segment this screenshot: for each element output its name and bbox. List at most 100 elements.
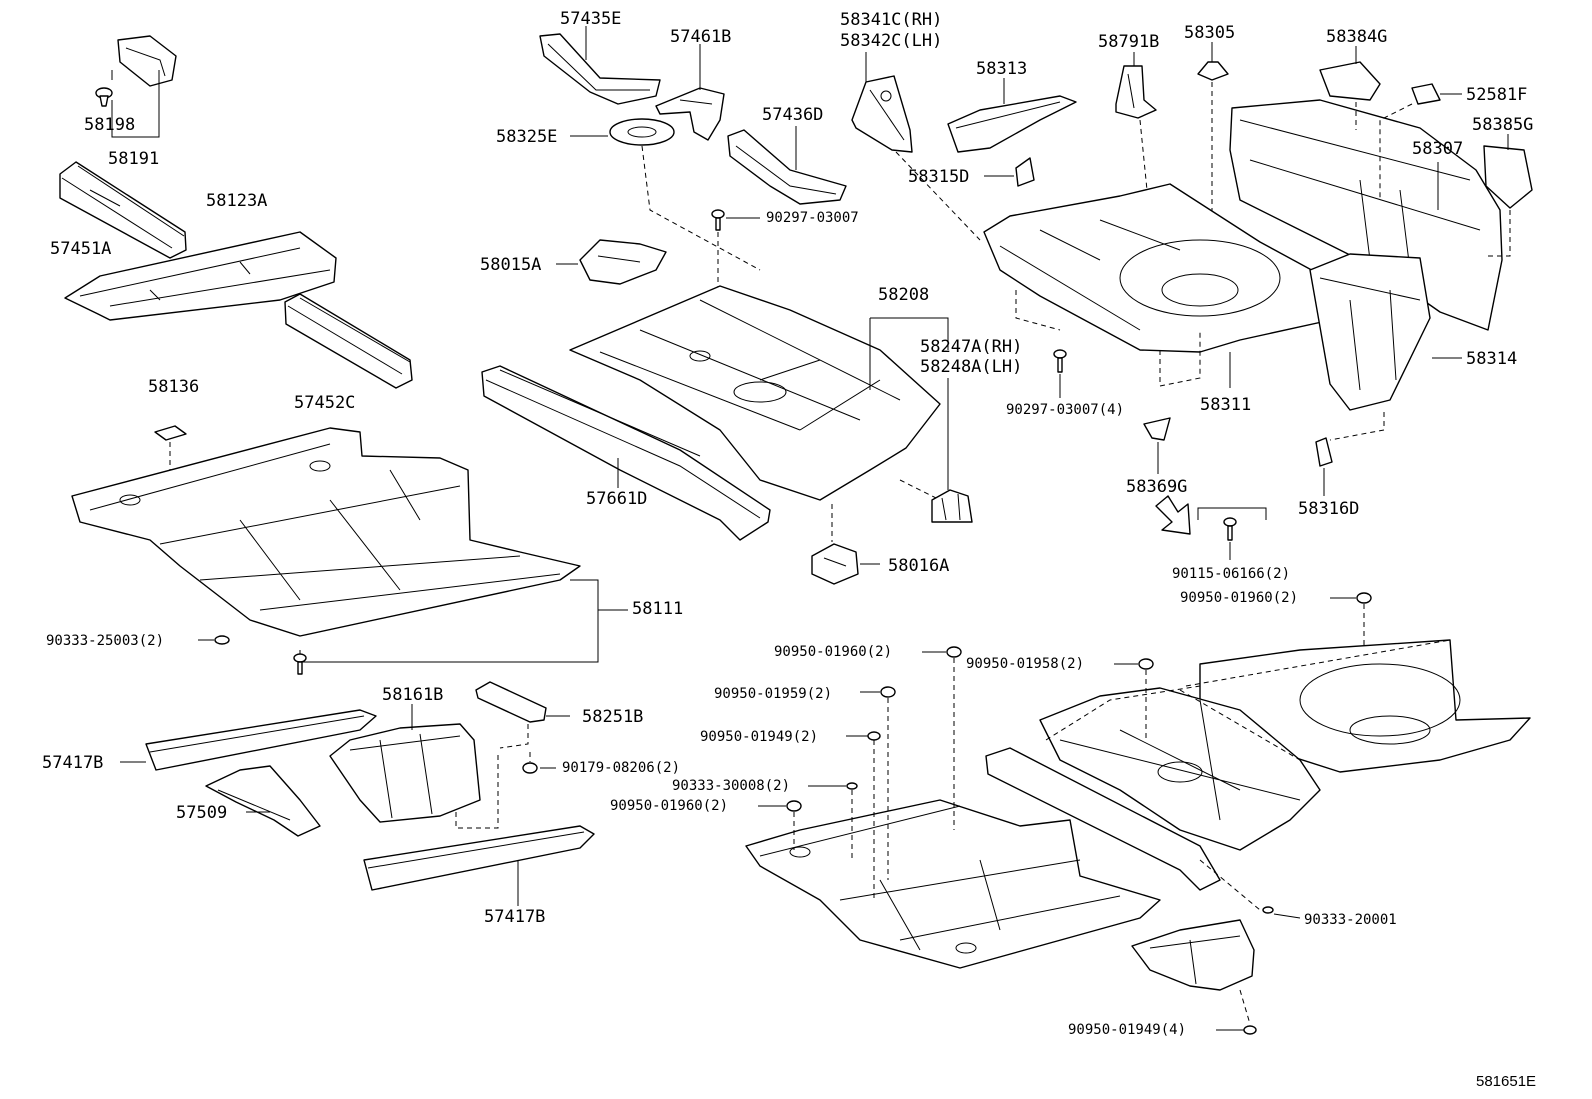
bolt-90115 xyxy=(1223,517,1237,541)
label-58191: 58191 xyxy=(108,149,159,169)
label-52581f: 52581F xyxy=(1466,85,1527,105)
label-58111: 58111 xyxy=(632,599,683,619)
label-57436d: 57436D xyxy=(762,105,823,125)
label-90950-01949-b: 90950-01949(4) xyxy=(1068,1022,1186,1038)
part-58191 xyxy=(117,35,177,87)
label-58305: 58305 xyxy=(1184,23,1235,43)
label-57509: 57509 xyxy=(176,803,227,823)
label-57461b: 57461B xyxy=(670,27,731,47)
part-58015a xyxy=(579,239,667,285)
part-58111 xyxy=(71,427,581,637)
label-58385g: 58385G xyxy=(1472,115,1533,135)
part-57509 xyxy=(205,765,321,837)
part-58251b xyxy=(475,681,547,723)
label-58208: 58208 xyxy=(878,285,929,305)
plug-90333-20001 xyxy=(1262,906,1274,914)
label-57417b-lower: 57417B xyxy=(484,907,545,927)
label-90950-01960-a: 90950-01960(2) xyxy=(1180,590,1298,606)
clip-90950-01960-c xyxy=(786,800,802,812)
plug-90333-30008 xyxy=(846,782,858,790)
part-58136 xyxy=(154,425,187,441)
label-58313: 58313 xyxy=(976,59,1027,79)
part-57417b-lower xyxy=(363,825,595,891)
label-58307: 58307 xyxy=(1412,139,1463,159)
part-58791b xyxy=(1115,65,1157,119)
label-58341c: 58341C(RH) xyxy=(840,10,942,30)
part-58313 xyxy=(947,95,1077,153)
label-90333-20001: 90333-20001 xyxy=(1304,912,1397,928)
part-bottom-bracket xyxy=(1131,919,1255,991)
label-58161b: 58161B xyxy=(382,685,443,705)
clip-90950-01960-a xyxy=(1356,592,1372,604)
label-58016a: 58016A xyxy=(888,556,949,576)
part-58161b xyxy=(329,723,481,823)
part-58341c xyxy=(851,75,913,153)
label-57661d: 57661D xyxy=(586,489,647,509)
part-57461b xyxy=(655,87,725,141)
part-58208 xyxy=(569,285,941,501)
part-58247a xyxy=(931,489,973,523)
label-90950-01949-a: 90950-01949(2) xyxy=(700,729,818,745)
part-58325e xyxy=(609,118,675,146)
label-58325e: 58325E xyxy=(496,127,557,147)
clip-90950-01959 xyxy=(880,686,896,698)
label-58123a: 58123A xyxy=(206,191,267,211)
label-58015a: 58015A xyxy=(480,255,541,275)
part-58314 xyxy=(1309,253,1431,411)
part-58198 xyxy=(95,87,113,107)
label-58316d: 58316D xyxy=(1298,499,1359,519)
part-58123a xyxy=(64,231,337,321)
label-90950-01959: 90950-01959(2) xyxy=(714,686,832,702)
label-90115-06166: 90115-06166(2) xyxy=(1172,566,1290,582)
label-58251b: 58251B xyxy=(582,707,643,727)
label-58315d: 58315D xyxy=(908,167,969,187)
direction-arrow xyxy=(1155,495,1191,535)
clip-90950-01949-b xyxy=(1243,1025,1257,1035)
label-58248a: 58248A(LH) xyxy=(920,357,1022,377)
bolt-90297-top xyxy=(711,209,725,231)
label-58311: 58311 xyxy=(1200,395,1251,415)
part-58369g xyxy=(1143,417,1171,441)
label-58342c: 58342C(LH) xyxy=(840,31,942,51)
part-57417b-upper xyxy=(145,709,377,771)
part-58315d xyxy=(1015,157,1035,187)
label-90297-03007: 90297-03007 xyxy=(766,210,859,226)
part-58016a xyxy=(811,543,859,585)
label-58198: 58198 xyxy=(84,115,135,135)
bolt-58111 xyxy=(293,653,307,675)
label-57451a: 57451A xyxy=(50,239,111,259)
label-58369g: 58369G xyxy=(1126,477,1187,497)
label-90950-01958: 90950-01958(2) xyxy=(966,656,1084,672)
label-90297-03007-4: 90297-03007(4) xyxy=(1006,402,1124,418)
clip-90950-01960-b xyxy=(946,646,962,658)
label-58247a: 58247A(RH) xyxy=(920,337,1022,357)
part-58305 xyxy=(1197,61,1229,81)
diagram-ref-number: 581651E xyxy=(1476,1073,1536,1090)
part-57452c xyxy=(284,293,413,389)
part-57436d xyxy=(727,129,847,205)
label-57435e: 57435E xyxy=(560,9,621,29)
label-57452c: 57452C xyxy=(294,393,355,413)
label-58314: 58314 xyxy=(1466,349,1517,369)
label-90950-01960-b: 90950-01960(2) xyxy=(774,644,892,660)
part-52581f xyxy=(1411,83,1441,105)
part-58307 xyxy=(1229,99,1503,331)
part-58384g xyxy=(1319,61,1381,101)
nut-90179-08206 xyxy=(522,762,538,774)
label-90950-01960-c: 90950-01960(2) xyxy=(610,798,728,814)
assembly-floor-view xyxy=(745,639,1531,969)
clip-90950-01949-a xyxy=(867,731,881,741)
part-57661d xyxy=(481,365,771,541)
label-58136: 58136 xyxy=(148,377,199,397)
label-90179-08206: 90179-08206(2) xyxy=(562,760,680,776)
label-58384g: 58384G xyxy=(1326,27,1387,47)
part-57451a xyxy=(59,161,187,259)
label-57417b-upper: 57417B xyxy=(42,753,103,773)
label-58791b: 58791B xyxy=(1098,32,1159,52)
part-58316d xyxy=(1315,437,1333,467)
label-90333-25003: 90333-25003(2) xyxy=(46,633,164,649)
clip-90950-01958 xyxy=(1138,658,1154,670)
part-58385g xyxy=(1483,145,1533,209)
label-90333-30008: 90333-30008(2) xyxy=(672,778,790,794)
